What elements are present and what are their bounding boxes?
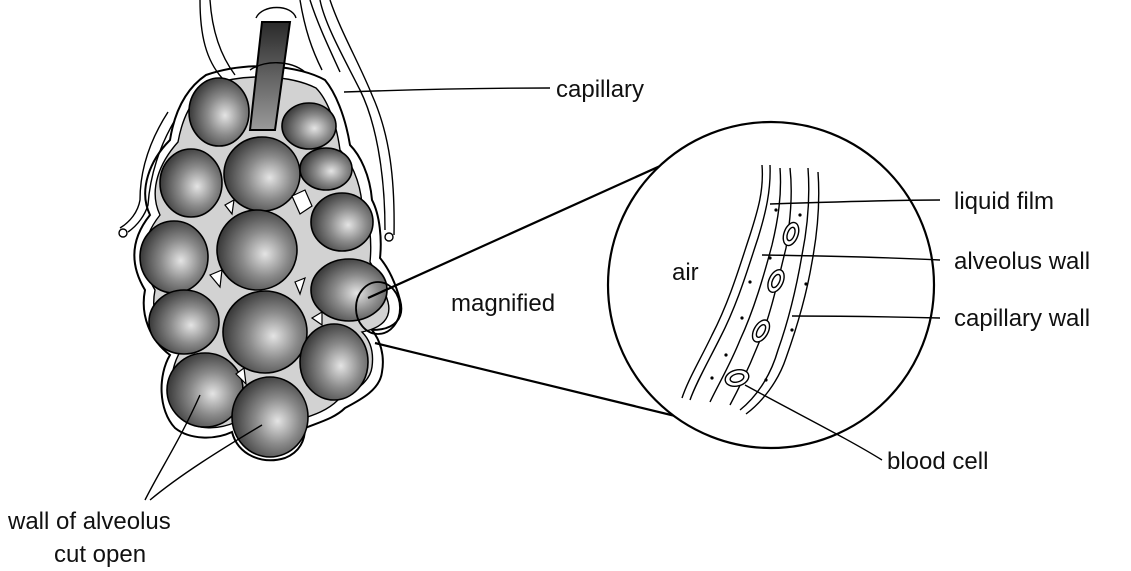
alveolus: [300, 148, 352, 190]
alveolus: [282, 103, 336, 149]
label-blood-cell: blood cell: [887, 448, 988, 475]
bronchiole-outer-wall: [256, 8, 296, 19]
label-capillary: capillary: [556, 76, 644, 103]
alveolus: [149, 290, 219, 354]
label-cut-open: cut open: [54, 541, 146, 568]
alveolus: [224, 137, 300, 211]
label-magnified: magnified: [451, 290, 555, 317]
label-alveolus-wall: alveolus wall: [954, 248, 1090, 275]
alveolus: [217, 210, 297, 290]
alveolus: [140, 221, 208, 293]
alveolus: [160, 149, 222, 217]
alveolar-cluster: [119, 0, 401, 460]
leader-capillary: [344, 88, 550, 92]
label-wall-of-alveolus: wall of alveolus: [7, 508, 171, 535]
alveolus: [300, 324, 368, 400]
label-liquid-film: liquid film: [954, 188, 1054, 215]
alveolus: [223, 291, 307, 373]
label-capillary-wall: capillary wall: [954, 305, 1090, 332]
alveolus: [189, 78, 249, 146]
label-air: air: [672, 259, 699, 286]
alveolus: [311, 193, 373, 251]
alveolus: [232, 377, 308, 457]
